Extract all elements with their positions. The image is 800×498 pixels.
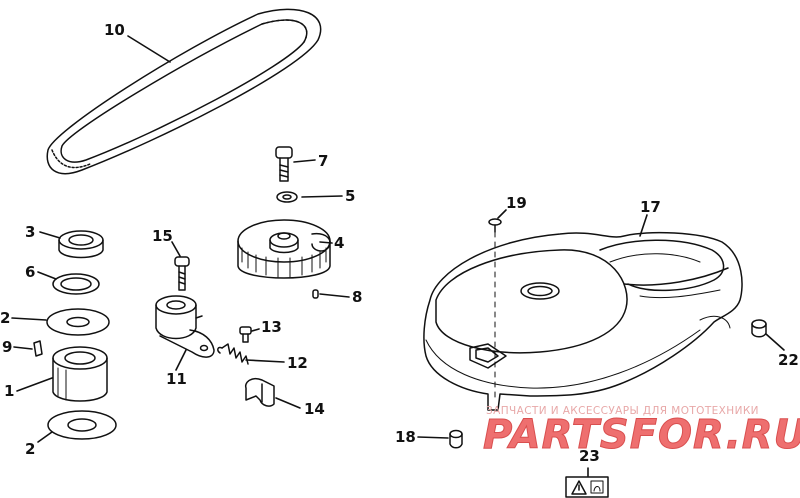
callout-9: 9 bbox=[2, 338, 13, 356]
cover-17 bbox=[423, 231, 743, 411]
callout-17: 17 bbox=[640, 198, 661, 216]
callout-10: 10 bbox=[104, 21, 125, 39]
watermark-subtitle: ЗАПЧАСТИ И АКСЕССУАРЫ ДЛЯ МОТОТЕХНИКИ bbox=[486, 405, 759, 417]
grommet-18 bbox=[449, 429, 463, 449]
warning-label-23 bbox=[565, 476, 609, 498]
bolt-7 bbox=[275, 146, 293, 182]
timing-belt bbox=[46, 8, 322, 175]
ring-6 bbox=[52, 273, 100, 295]
callout-8: 8 bbox=[352, 288, 363, 306]
spring-12 bbox=[217, 343, 249, 365]
washer-5 bbox=[276, 191, 298, 203]
callout-7: 7 bbox=[318, 152, 329, 170]
callout-3: 3 bbox=[25, 223, 36, 241]
bolt-15 bbox=[174, 256, 190, 291]
callout-11: 11 bbox=[166, 370, 187, 388]
callout-2-upper: 2 bbox=[0, 309, 11, 327]
callout-5: 5 bbox=[345, 187, 356, 205]
callout-4: 4 bbox=[334, 234, 345, 252]
callout-15: 15 bbox=[152, 227, 173, 245]
callout-23: 23 bbox=[579, 447, 600, 465]
callout-2-lower: 2 bbox=[25, 440, 36, 458]
idler-11 bbox=[155, 295, 215, 358]
pulley-4 bbox=[237, 219, 331, 279]
callout-19: 19 bbox=[506, 194, 527, 212]
sleeve-1 bbox=[52, 346, 108, 402]
key-9 bbox=[33, 340, 43, 357]
callout-22: 22 bbox=[778, 351, 799, 369]
watermark-brand: PARTSFOR.RU bbox=[483, 412, 800, 459]
clip-14 bbox=[244, 377, 275, 407]
plate-2-lower bbox=[47, 410, 117, 440]
callout-1: 1 bbox=[4, 382, 15, 400]
seal-3 bbox=[58, 230, 104, 259]
callout-13: 13 bbox=[261, 318, 282, 336]
callout-18: 18 bbox=[395, 428, 416, 446]
callout-6: 6 bbox=[25, 263, 36, 281]
leader-lines bbox=[11, 35, 785, 477]
bolt-13 bbox=[239, 326, 252, 343]
pin-8 bbox=[312, 289, 319, 299]
callout-12: 12 bbox=[287, 354, 308, 372]
grommet-22 bbox=[751, 319, 767, 338]
plate-2-upper bbox=[46, 308, 110, 336]
screw-19 bbox=[488, 218, 502, 401]
callout-14: 14 bbox=[304, 400, 325, 418]
